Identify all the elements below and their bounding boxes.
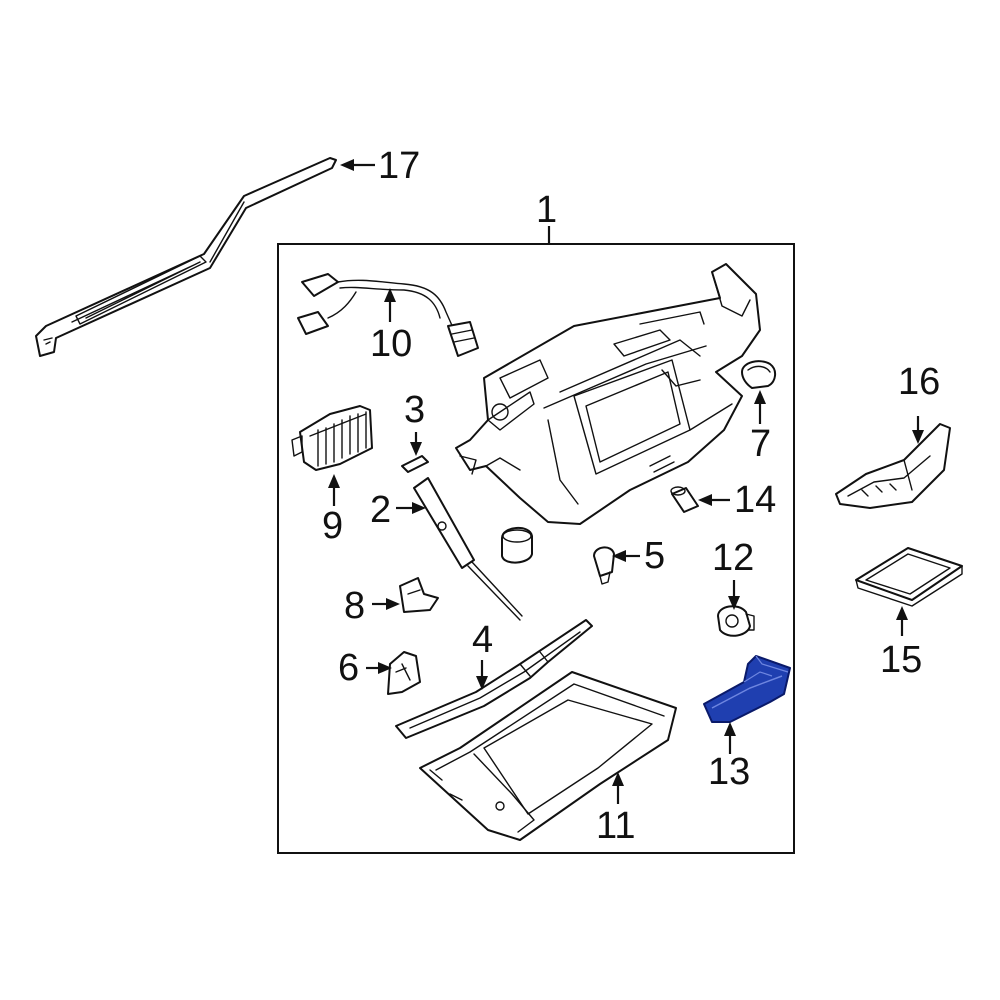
part-14-plug [670, 486, 699, 513]
glove-box-housing [455, 263, 761, 525]
part-5-bulb [593, 546, 615, 585]
callout-7-arrowhead [754, 390, 766, 404]
part-11-door [419, 671, 677, 841]
part-10-wiring-harness [297, 273, 479, 357]
callout-6: 6 [338, 647, 359, 689]
callout-4: 4 [472, 619, 493, 661]
callout-6-arrowhead [378, 662, 392, 674]
callout-4-arrowhead [476, 676, 488, 690]
callout-15: 15 [880, 639, 922, 681]
callout-11-arrowhead [612, 772, 624, 786]
callout-7: 7 [750, 423, 771, 465]
callout-13-arrowhead [724, 722, 736, 736]
part-3-clip [401, 455, 429, 473]
callout-9: 9 [322, 505, 343, 547]
callout-10: 10 [370, 323, 412, 365]
callout-2: 2 [370, 489, 391, 531]
callout-9-arrowhead [328, 474, 340, 488]
callout-15-arrowhead [896, 606, 908, 620]
callout-2-arrowhead [412, 502, 426, 514]
part-17-bracket [35, 157, 337, 357]
callout-12-arrowhead [728, 596, 740, 610]
callout-3: 3 [404, 389, 425, 431]
part-15-insert-mat [855, 547, 963, 607]
part-12-damper [717, 605, 755, 637]
part-2-damper [413, 477, 523, 621]
callout-5-arrowhead [612, 550, 626, 562]
callout-16-arrowhead [912, 430, 924, 444]
part-9-vent [291, 405, 373, 471]
part-13-latch-housing-highlighted [703, 655, 791, 723]
callout-12: 12 [712, 537, 754, 579]
callout-16: 16 [898, 361, 940, 403]
callout-14: 14 [734, 479, 776, 521]
callout-5: 5 [644, 535, 665, 577]
callout-11: 11 [596, 805, 635, 847]
callout-10-arrowhead [384, 288, 396, 302]
part-8-bracket [399, 577, 439, 613]
part-4-hinge-rail [395, 619, 593, 739]
callout-13: 13 [708, 751, 750, 793]
callout-8-arrowhead [386, 598, 400, 610]
part-16-trim-tray [835, 423, 951, 509]
assembly-frame [277, 243, 795, 854]
callout-17-arrowhead [340, 159, 354, 171]
callout-1: 1 [536, 189, 557, 231]
part-6-striker [387, 651, 421, 695]
callout-3-arrowhead [410, 442, 422, 456]
callout-8: 8 [344, 585, 365, 627]
callout-17: 17 [378, 145, 420, 187]
part-7-clip [741, 360, 776, 389]
callout-14-arrowhead [698, 494, 712, 506]
bumper [501, 527, 533, 564]
